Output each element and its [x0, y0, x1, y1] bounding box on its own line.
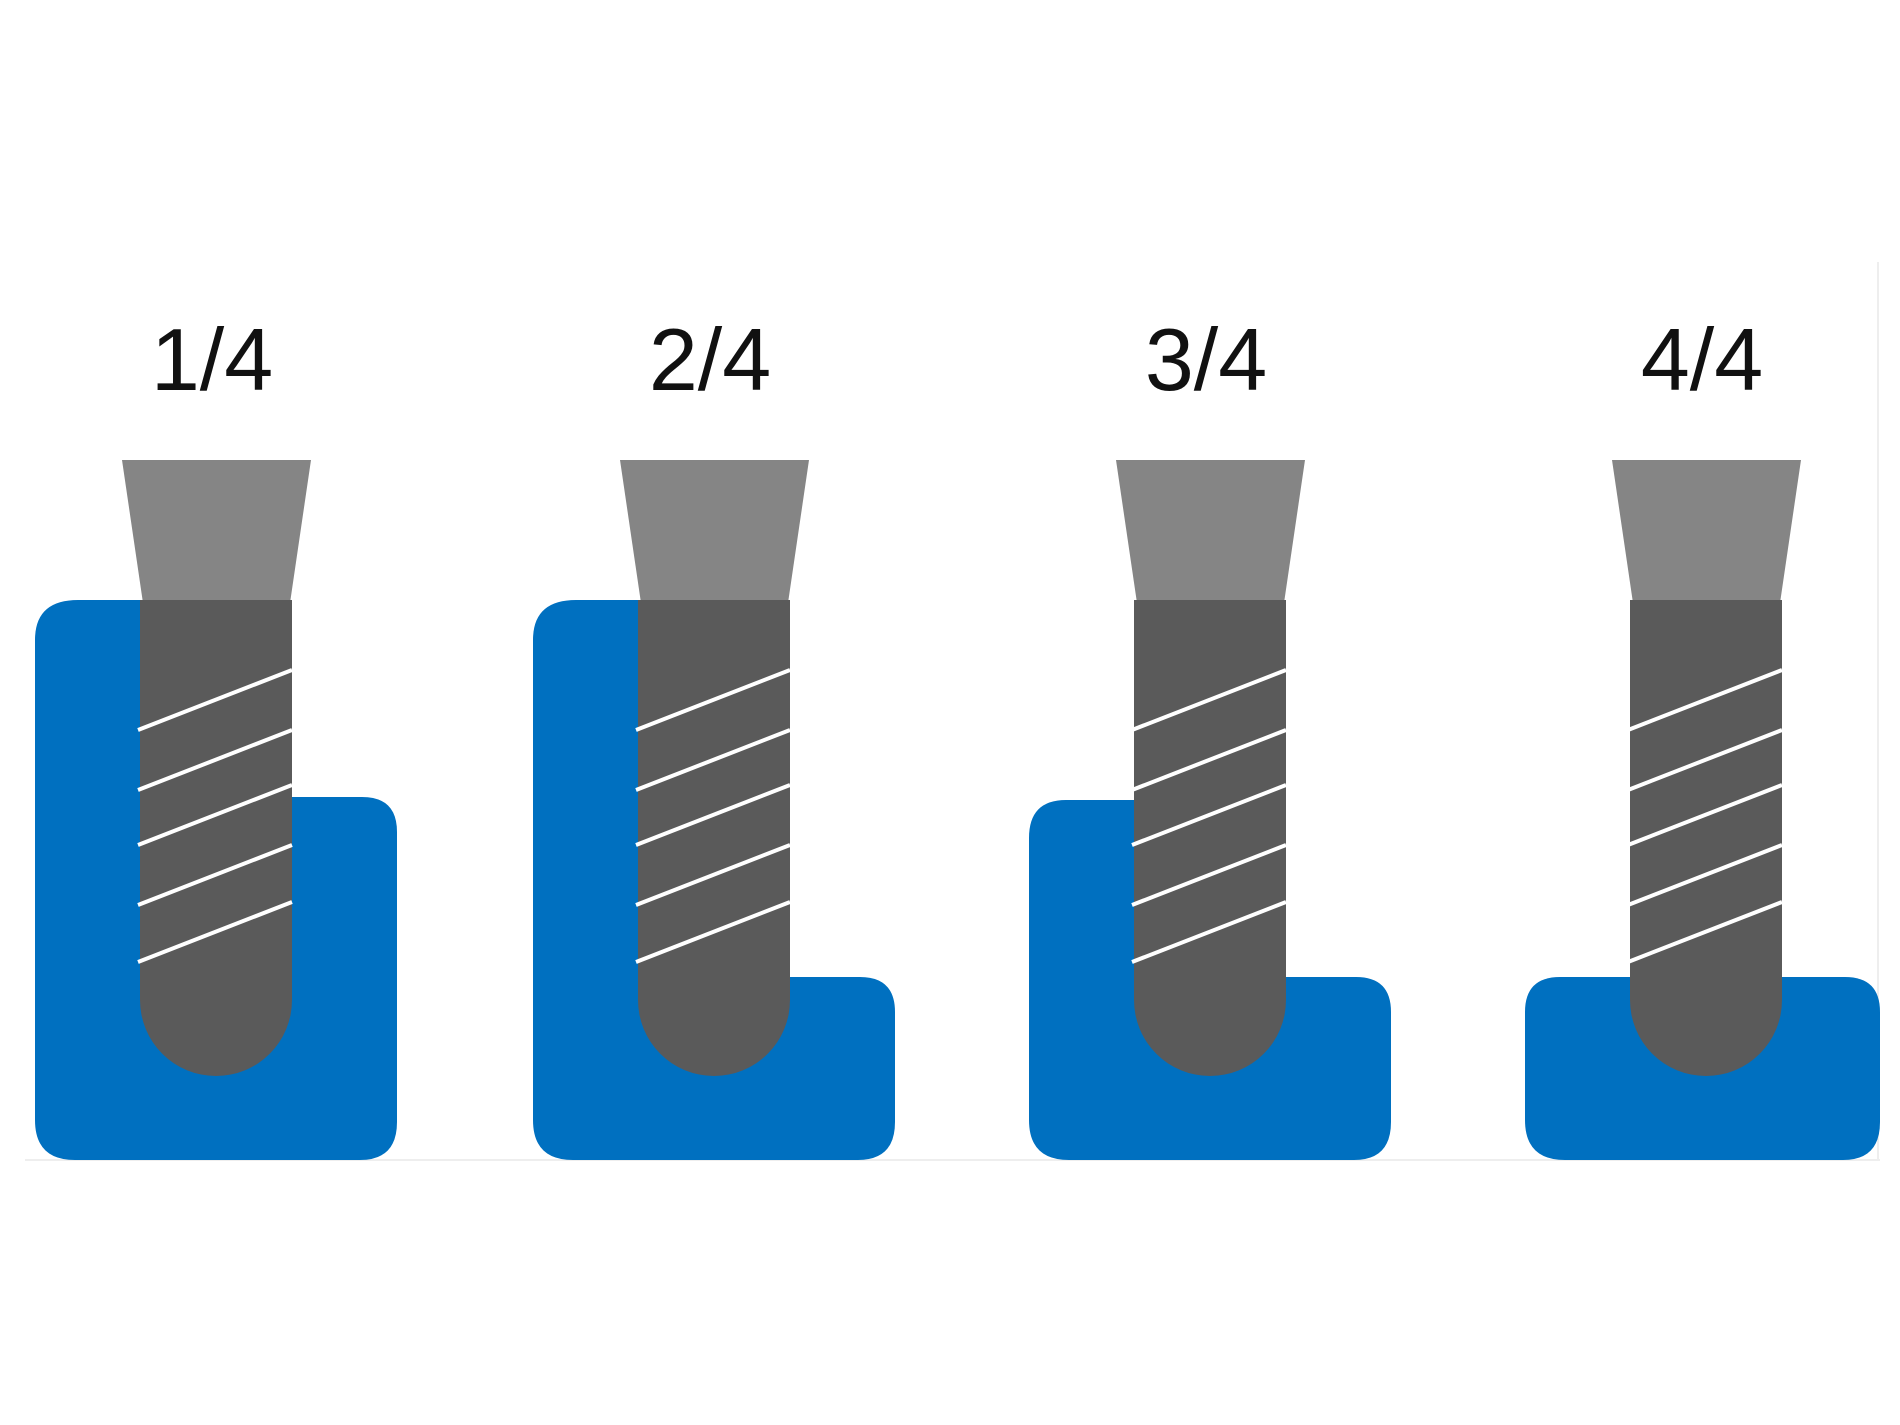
panel-label-1: 1/4 — [151, 310, 273, 409]
cutter-flutes — [1627, 668, 1783, 964]
panel-label-4: 4/4 — [1641, 310, 1763, 409]
cutter-flutes — [635, 668, 791, 964]
cutter-head — [122, 460, 311, 603]
panel-label-3: 3/4 — [1145, 310, 1267, 409]
cutter-head — [620, 460, 809, 603]
cutter-head — [1116, 460, 1305, 603]
panel-4: 4/4 — [1525, 310, 1880, 1160]
cutter-body — [1630, 600, 1782, 1076]
panel-2: 2/4 — [533, 310, 895, 1160]
cutter-body — [638, 600, 790, 1076]
cutter-body — [1134, 600, 1286, 1076]
cutter-body — [140, 600, 292, 1076]
cutter-head — [1612, 460, 1801, 603]
cutter-flutes — [1131, 668, 1287, 964]
panel-3: 3/4 — [1029, 310, 1391, 1160]
cutter-flutes — [137, 668, 293, 964]
panel-label-2: 2/4 — [649, 310, 771, 409]
panel-1: 1/4 — [35, 310, 397, 1160]
